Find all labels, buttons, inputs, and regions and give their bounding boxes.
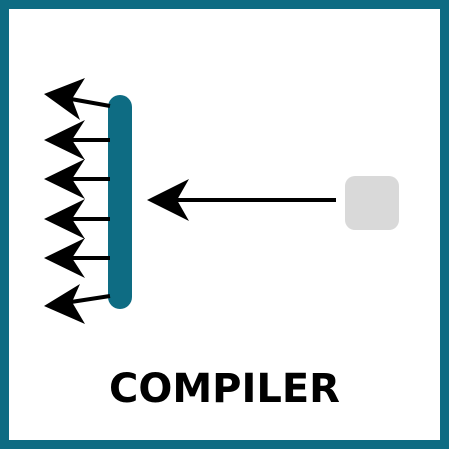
compiler-bar [108, 95, 132, 309]
output-arrow-5 [44, 238, 110, 278]
output-arrow-2 [44, 120, 110, 160]
source-block [345, 176, 399, 230]
output-arrow-6 [44, 284, 111, 324]
output-arrows [44, 78, 111, 324]
diagram-label: COMPILER [109, 366, 340, 412]
output-arrow-1 [44, 78, 111, 120]
input-arrow [147, 179, 336, 221]
compiler-diagram [44, 78, 399, 324]
output-arrow-3 [44, 159, 110, 199]
output-arrow-4 [44, 199, 110, 239]
